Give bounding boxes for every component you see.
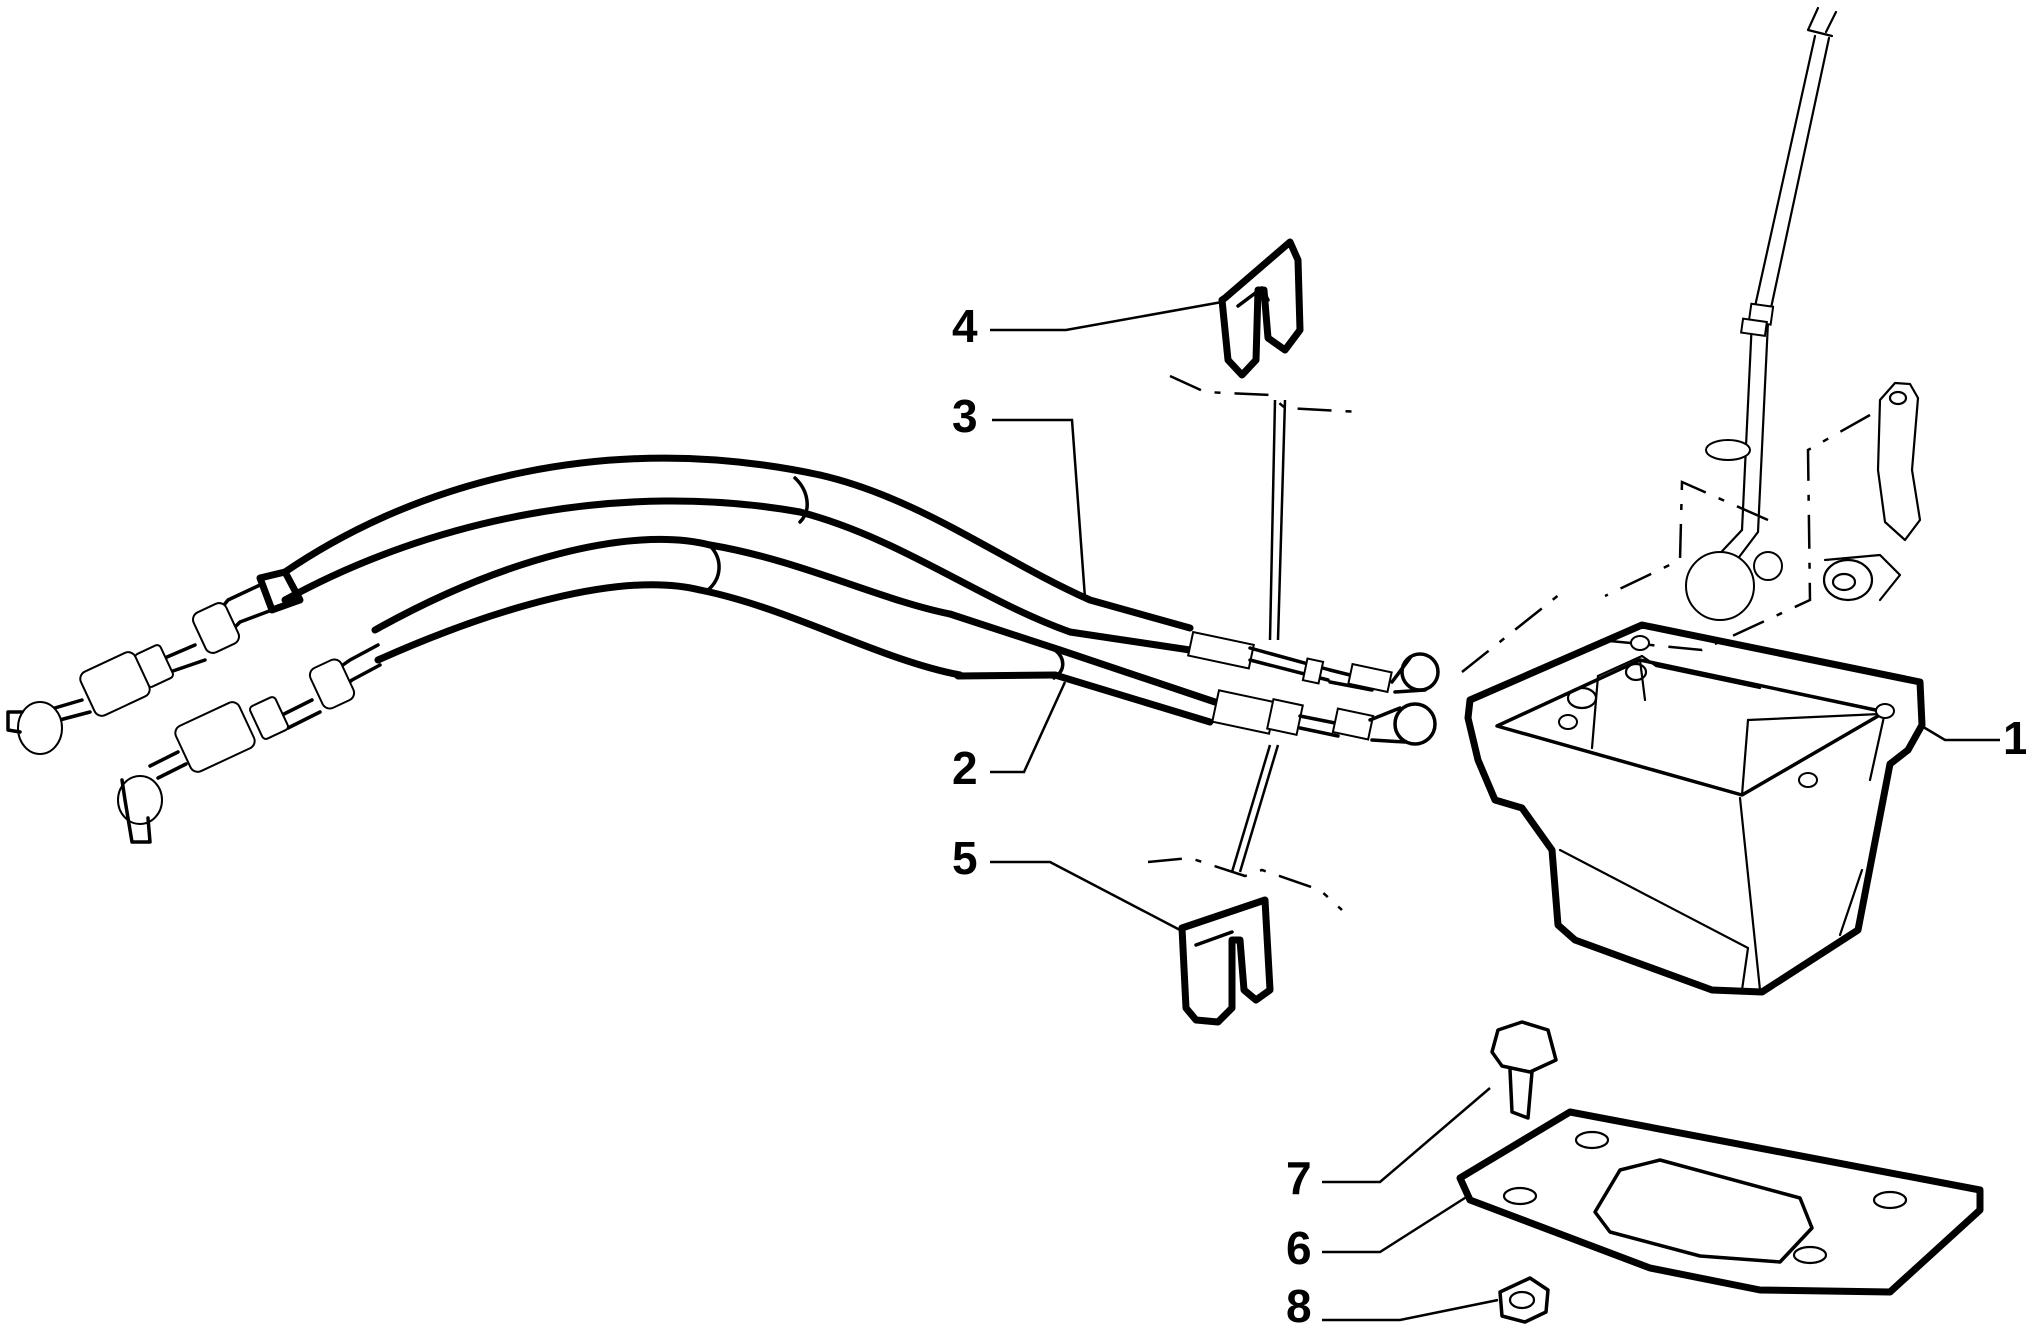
cable-assembly — [6, 454, 1440, 844]
callout-5: 5 — [952, 832, 978, 884]
callout-7: 7 — [1286, 1152, 1312, 1204]
shifter-housing — [1461, 589, 1926, 996]
nut — [1498, 1276, 1550, 1324]
leader-6 — [1322, 1194, 1469, 1254]
callout-8: 8 — [1286, 1280, 1312, 1327]
callout-3: 3 — [952, 390, 978, 442]
leader-8 — [1322, 1298, 1499, 1322]
callout-1: 1 — [2003, 712, 2026, 764]
leader-3 — [992, 418, 1087, 599]
callout-4: 4 — [952, 300, 978, 352]
callout-2: 2 — [952, 742, 978, 794]
lower-clip — [1147, 744, 1343, 1026]
leader-4 — [990, 300, 1223, 332]
callout-6: 6 — [1286, 1222, 1312, 1274]
leader-2 — [990, 681, 1067, 774]
callout-labels: 1 2 3 4 5 6 7 8 — [952, 300, 2026, 1327]
bolt — [1490, 1020, 1558, 1120]
gear-lever-assembly — [1599, 6, 1922, 652]
leader-5 — [990, 860, 1181, 932]
mounting-plate — [1456, 1108, 1984, 1296]
upper-clip — [1169, 238, 1361, 641]
leader-7 — [1322, 1087, 1491, 1184]
leader-lines — [990, 300, 2000, 1322]
leader-1 — [1919, 723, 2000, 742]
